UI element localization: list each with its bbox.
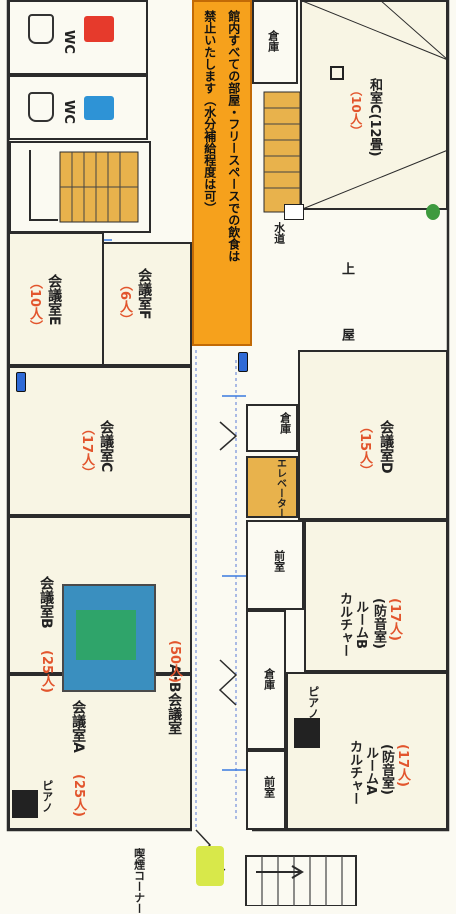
- room-c-name: 会議室C: [98, 420, 115, 473]
- storage-label: 倉庫: [278, 412, 292, 434]
- room-f-capacity: （6人）: [116, 278, 132, 327]
- smoking-label: 喫煙コーナー: [132, 848, 146, 914]
- anteroom-label: 前室: [262, 776, 276, 798]
- toilet-icon: [28, 14, 54, 44]
- outlet-icon: [238, 352, 248, 372]
- room-f: [102, 242, 192, 366]
- culture-a-line2: ルームA: [362, 746, 378, 796]
- room-c-capacity: （17人）: [78, 422, 94, 480]
- toilet-icon: [28, 92, 54, 122]
- culture-room-b: [304, 520, 448, 672]
- culture-room-a: [286, 672, 448, 830]
- culture-b-line3: (防音室): [370, 598, 386, 649]
- outlet-icon: [16, 372, 26, 392]
- notice-line2: 禁止いたします（水分補給程度は可）: [202, 10, 217, 214]
- room-a-capacity: (25人): [70, 774, 86, 817]
- culture-b-line1: カルチャー: [336, 592, 352, 657]
- storage-label: 倉庫: [262, 668, 276, 690]
- female-icon: [84, 16, 114, 42]
- room-d: [298, 350, 448, 520]
- rooftop-label: 上: [338, 262, 354, 275]
- room-a-name: 会議室A: [70, 700, 87, 753]
- culture-a-line1: カルチャー: [346, 740, 362, 805]
- room-d-capacity: （15人）: [356, 420, 372, 478]
- meeting-table: [76, 610, 136, 660]
- anteroom: [246, 750, 286, 830]
- water-tap-icon: [284, 204, 304, 220]
- room-a: [8, 674, 192, 830]
- rooftop-label: 屋: [338, 328, 354, 341]
- window-icon: [330, 66, 344, 80]
- room-b-name: 会議室B: [38, 576, 55, 629]
- room-e-capacity: （10人）: [26, 276, 42, 334]
- room-ab-name: A･B会議室: [166, 664, 183, 735]
- notice-line1: 館内すべての部屋・フリースペースでの飲食は: [226, 10, 241, 262]
- culture-a-line3: (防音室): [378, 744, 394, 795]
- culture-b-line2: ルームB: [352, 600, 368, 649]
- piano-icon: [12, 790, 38, 818]
- male-icon: [84, 96, 114, 120]
- room-c: [8, 366, 192, 516]
- anteroom: [246, 520, 304, 610]
- smoking-icon: [196, 846, 224, 886]
- storage-room: [252, 0, 298, 84]
- room-ab-capacity: (50人): [166, 640, 182, 683]
- piano-label: ピアノ: [306, 686, 320, 719]
- no-food-notice: [192, 0, 252, 346]
- washitsu-capacity: （10人）: [348, 84, 363, 137]
- water-label: 水道: [272, 222, 286, 244]
- storage-room: [246, 404, 298, 452]
- anteroom-label: 前室: [272, 550, 286, 572]
- storage-room: [246, 610, 286, 750]
- piano-label: ピアノ: [40, 780, 54, 813]
- room-e: [8, 232, 104, 366]
- plant-icon: [426, 204, 440, 220]
- room-d-name: 会議室D: [378, 420, 395, 474]
- culture-b-capacity: (17人): [386, 598, 402, 641]
- room-e-name: 会議室E: [46, 274, 63, 326]
- culture-a-capacity: (17人): [394, 744, 410, 787]
- elevator: [246, 456, 298, 518]
- room-b-capacity: (25人): [38, 650, 54, 693]
- wc-room-bottom: [8, 75, 148, 140]
- elevator-label: エレベーター: [274, 458, 286, 518]
- wc-label: WC: [60, 100, 76, 124]
- washitsu-room: [300, 0, 448, 210]
- wc-label: WC: [60, 30, 76, 54]
- washitsu-name: 和室C(12畳): [366, 78, 382, 157]
- room-f-name: 会議室F: [136, 268, 153, 320]
- storage-label: 倉庫: [266, 30, 280, 52]
- piano-icon: [294, 718, 320, 748]
